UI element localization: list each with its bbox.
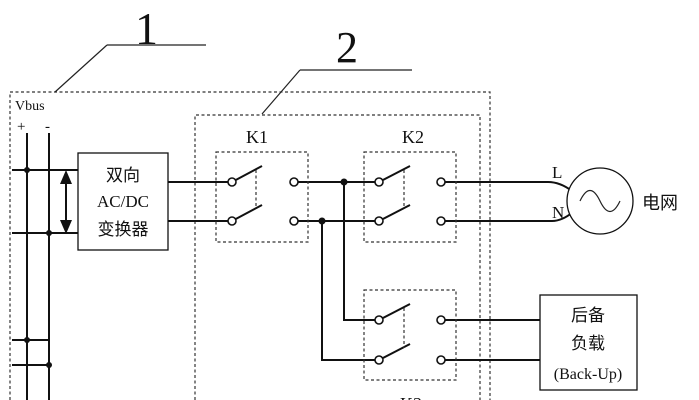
junction-dot — [24, 167, 30, 173]
switch-unit-enclosure — [194, 114, 481, 400]
relay-k3-contact — [436, 315, 446, 325]
grid-l-label: L — [552, 163, 562, 182]
vbus-label: Vbus — [15, 99, 45, 114]
branch-l-to-k3 — [343, 182, 375, 321]
system-enclosure — [9, 91, 491, 400]
callout-2-label: 2 — [336, 23, 358, 72]
converter-label-2: AC/DC — [97, 192, 149, 211]
relay-k3-contact — [436, 355, 446, 365]
vbus-minus: - — [45, 119, 50, 135]
grid-label: 电网 — [642, 193, 678, 214]
backup-load-box — [539, 294, 638, 391]
relay-k1-box — [215, 151, 309, 243]
acdc-converter-box — [77, 152, 169, 251]
relay-k2-contact — [374, 216, 384, 226]
relay-k2-label: K2 — [402, 127, 424, 147]
arrow-head-up — [60, 170, 72, 184]
junction-dot — [46, 362, 52, 368]
backup-load-label-2: 负载 — [571, 334, 605, 354]
sine-wave-icon — [579, 189, 621, 213]
callout-1-pointer — [54, 44, 108, 93]
converter-label-3: 变换器 — [98, 220, 149, 240]
junction-dot — [46, 230, 52, 236]
grid-n-label: N — [552, 203, 564, 222]
relay-k1-contact — [289, 177, 299, 187]
relay-k1-label: K1 — [246, 127, 268, 147]
relay-k1-contact — [227, 216, 237, 226]
callout-2-pointer — [261, 69, 301, 115]
backup-load-label-3: (Back-Up) — [554, 366, 622, 383]
relay-k1-contact — [289, 216, 299, 226]
relay-k3-label: K3 — [400, 394, 422, 400]
relay-k2-contact — [374, 177, 384, 187]
relay-k1-contact — [227, 177, 237, 187]
callout-1-label: 1 — [135, 3, 158, 54]
relay-k2-contact — [436, 177, 446, 187]
branch-n-to-k3 — [321, 221, 375, 361]
junction-dot — [24, 337, 30, 343]
converter-label-1: 双向 — [106, 166, 140, 186]
vbus-plus: + — [17, 119, 25, 135]
relay-k2-box — [363, 151, 457, 243]
conductor-l-to-grid — [445, 181, 573, 192]
relay-k3-box — [363, 289, 457, 381]
backup-load-label-1: 后备 — [571, 306, 605, 326]
relay-k3-contact — [374, 355, 384, 365]
relay-k3-contact — [374, 315, 384, 325]
relay-k2-contact — [436, 216, 446, 226]
arrow-head-down — [60, 220, 72, 234]
